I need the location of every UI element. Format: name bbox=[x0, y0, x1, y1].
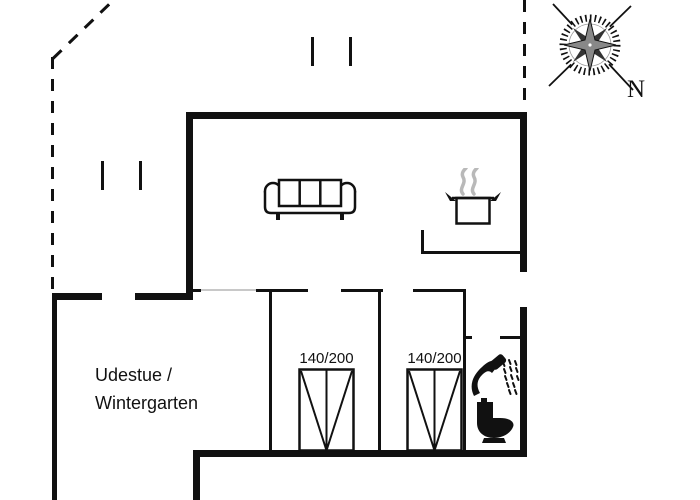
bed-size-label: 140/200 bbox=[407, 350, 462, 367]
double-bed-icon bbox=[298, 368, 355, 452]
terrace-boundary-dashed-right bbox=[523, 0, 526, 110]
hallway-opening-line bbox=[193, 289, 256, 291]
udestue-label-line1: Udestue / bbox=[95, 365, 173, 385]
window-marker bbox=[139, 161, 142, 190]
wall-top bbox=[186, 112, 527, 119]
sofa-icon bbox=[263, 178, 357, 220]
compass-rose-icon: N bbox=[548, 3, 645, 103]
window-marker bbox=[101, 161, 104, 190]
north-label: N bbox=[627, 76, 645, 103]
double-bed-icon bbox=[406, 368, 463, 452]
udestue-label-line2: Wintergarten bbox=[95, 393, 199, 413]
hall-wall-a bbox=[256, 289, 308, 292]
terrace-boundary-dashed-left bbox=[51, 57, 54, 293]
bedroom-divider-wall bbox=[378, 289, 381, 452]
wall-left bbox=[186, 112, 193, 300]
toilet-icon bbox=[477, 398, 514, 443]
wall-udestue-left bbox=[52, 293, 57, 500]
hall-wall-stub bbox=[188, 289, 201, 292]
bed-size-label: 140/200 bbox=[299, 350, 354, 367]
bedroom1-left-wall bbox=[269, 289, 272, 452]
bathroom-top-stub-right bbox=[500, 336, 523, 339]
steam-icon bbox=[459, 168, 468, 196]
shower-icon bbox=[471, 354, 520, 396]
udestue-room-label: Udestue / Wintergarten bbox=[95, 361, 198, 417]
wall-udestue-top-left bbox=[52, 293, 102, 300]
bathroom-top-stub-left bbox=[463, 336, 472, 339]
kitchen-counter-horizontal bbox=[421, 251, 523, 254]
window-marker bbox=[311, 37, 314, 66]
window-marker bbox=[349, 37, 352, 66]
wall-right-lower bbox=[520, 307, 527, 457]
bathroom-left-wall bbox=[463, 289, 466, 452]
steam-icon bbox=[470, 168, 479, 196]
hall-wall-b bbox=[341, 289, 383, 292]
cooking-pot-icon bbox=[445, 168, 501, 225]
hall-wall-c bbox=[413, 289, 465, 292]
wall-bottom bbox=[193, 450, 527, 457]
wall-right-upper bbox=[520, 112, 527, 272]
terrace-boundary-dashed-diagonal bbox=[51, 0, 115, 60]
wall-bottom-left-stub bbox=[193, 450, 200, 500]
wall-udestue-top-right bbox=[135, 293, 188, 300]
kitchen-counter-vertical bbox=[421, 230, 424, 254]
